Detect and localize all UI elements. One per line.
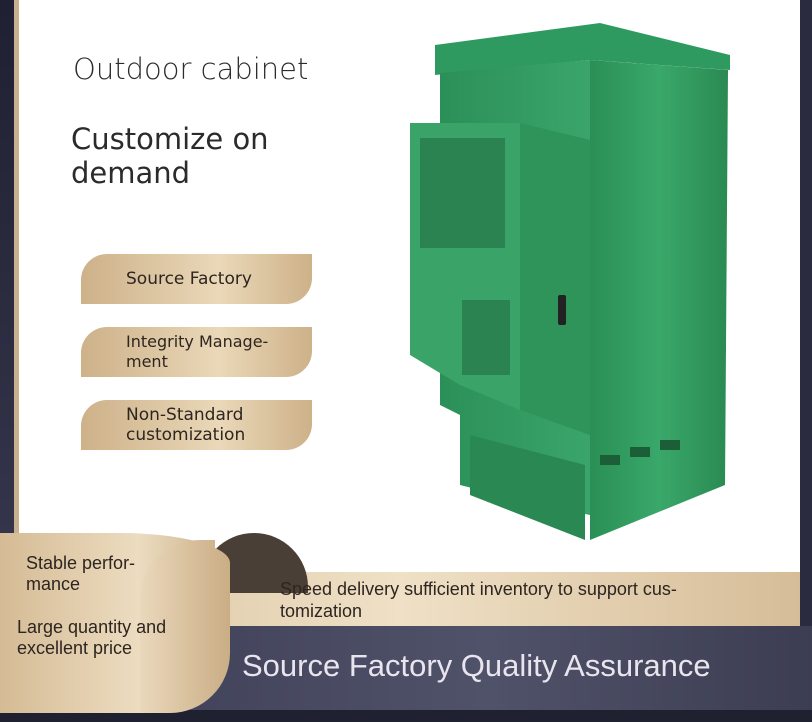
right-frame <box>800 0 812 722</box>
scroll-fold <box>140 540 215 712</box>
delivery-text: Speed delivery sufficient inventory to s… <box>280 579 677 621</box>
bottom-frame <box>0 710 812 722</box>
vent-grille-bottom <box>462 300 510 375</box>
vent-grille-top <box>420 138 505 248</box>
door-handle <box>558 295 566 325</box>
subheading: Customize on demand <box>71 122 269 190</box>
outdoor-cabinet-image <box>410 23 730 540</box>
scroll-item-stable: Stable perfor-mance <box>26 553 136 594</box>
feature-non-standard: Non-Standard customization <box>81 400 312 450</box>
cabinet-roof <box>435 23 730 75</box>
feature-source-factory: Source Factory <box>81 254 312 304</box>
scroll-item-price: Large quantity and excellent price <box>17 617 167 658</box>
heading: Outdoor cabinet <box>73 52 309 86</box>
left-gold-border <box>14 0 19 560</box>
cabinet-front <box>590 60 728 540</box>
feature-integrity: Integrity Manage-ment <box>81 327 312 377</box>
banner-title: Source Factory Quality Assurance <box>242 648 711 683</box>
